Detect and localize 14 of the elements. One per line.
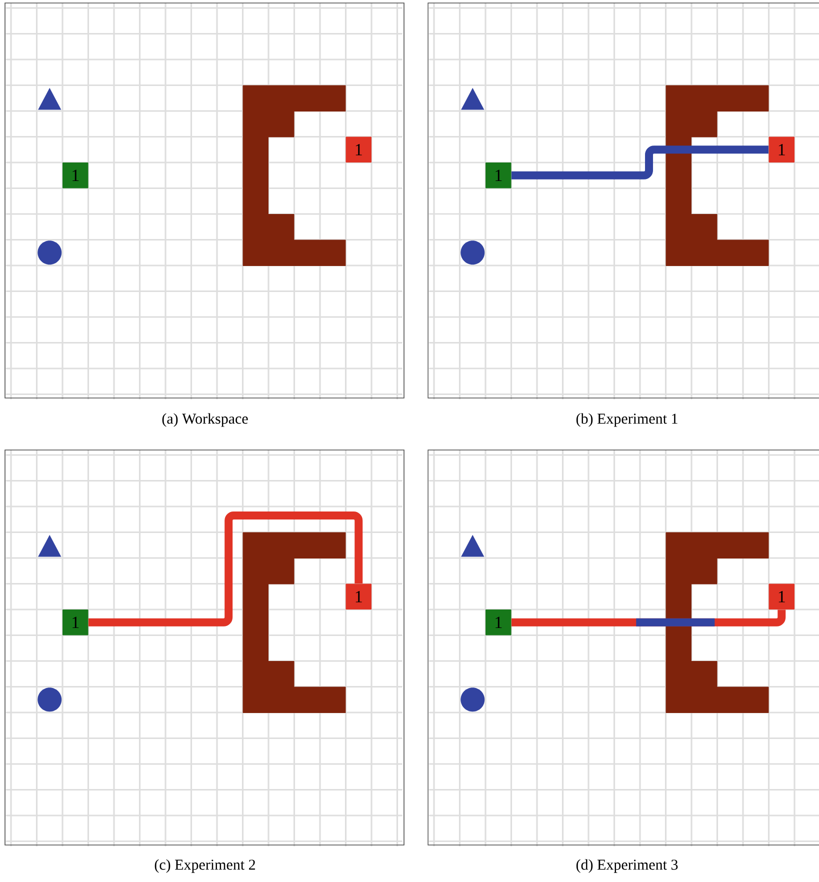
path-line — [88, 512, 363, 626]
goal-box: 1 — [346, 584, 372, 610]
caption: (a) Workspace — [162, 413, 248, 427]
path-line — [511, 146, 769, 180]
start-box: 1 — [486, 610, 512, 636]
goal-box: 1 — [768, 136, 794, 162]
caption: (b) Experiment 1 — [576, 413, 678, 427]
start-box: 1 — [62, 610, 88, 636]
caption: (c) Experiment 2 — [154, 859, 255, 873]
goal-box: 1 — [768, 584, 794, 610]
start-box: 1 — [62, 162, 88, 188]
caption: (d) Experiment 3 — [576, 859, 678, 873]
goal-box: 1 — [346, 136, 372, 162]
start-box: 1 — [486, 162, 512, 188]
